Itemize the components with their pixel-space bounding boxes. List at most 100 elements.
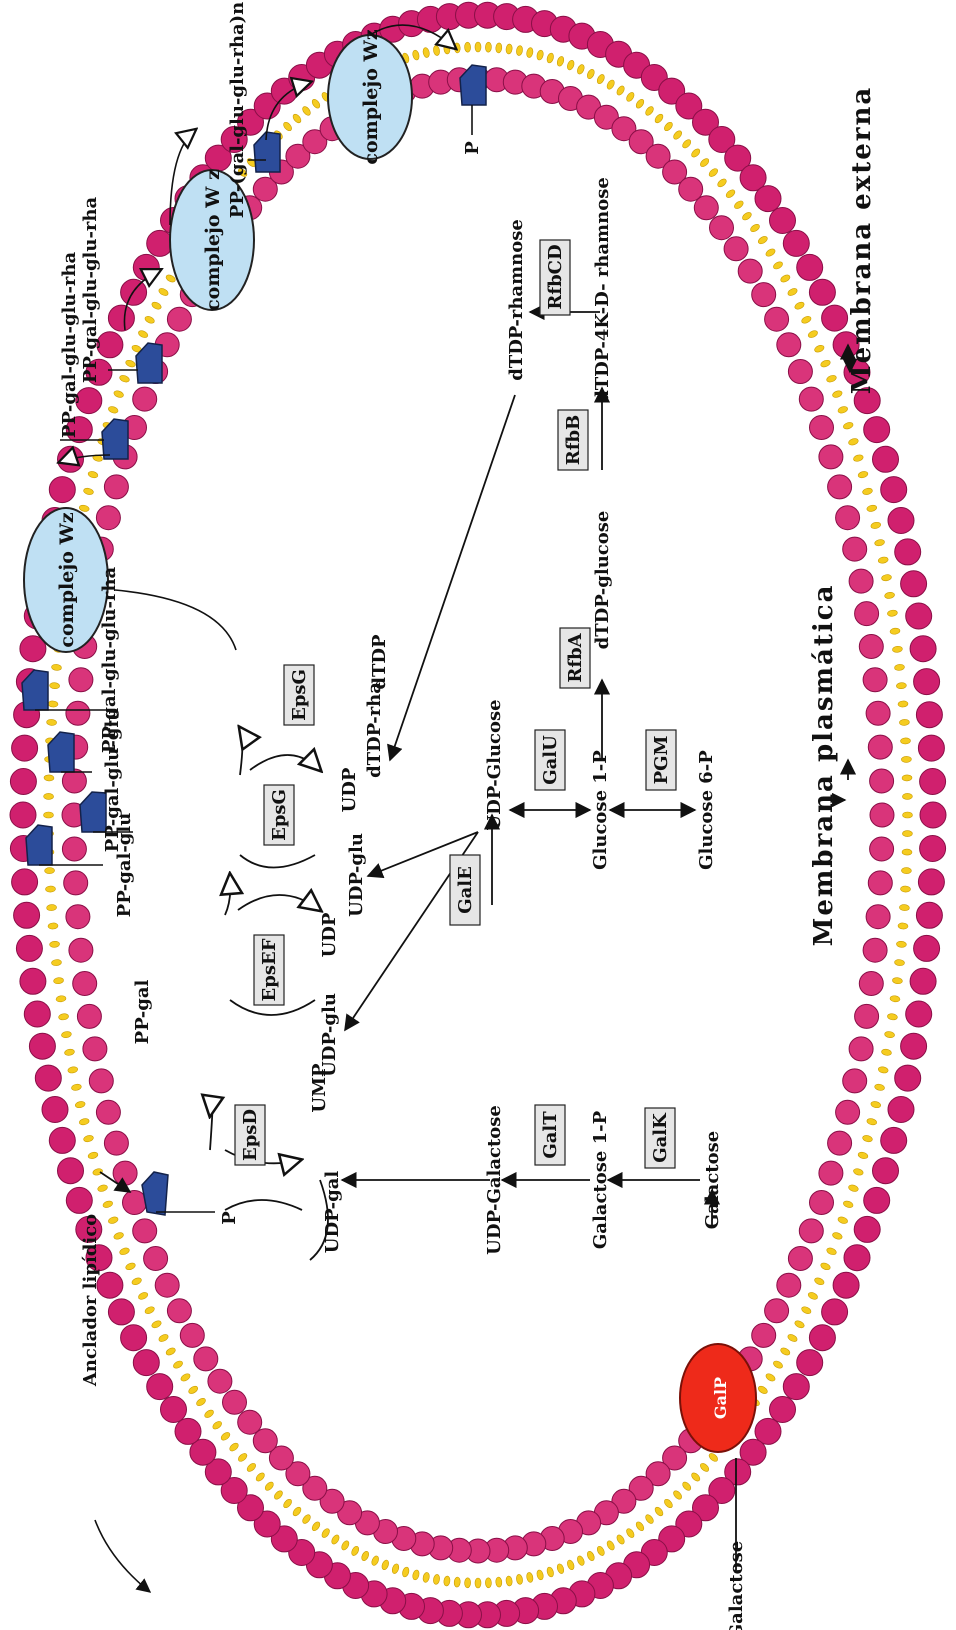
lipid-tail bbox=[708, 1452, 720, 1463]
lipid-tail bbox=[391, 1563, 400, 1574]
lipid-tail bbox=[663, 1498, 674, 1509]
lipid-head-outer-head bbox=[920, 802, 946, 828]
enzyme-epsd: EpsD bbox=[235, 1105, 265, 1165]
lipid-tail bbox=[890, 628, 901, 635]
lipid-head-inner-head bbox=[144, 1247, 168, 1271]
lipid-tail bbox=[495, 43, 502, 53]
lipid-tail bbox=[902, 849, 912, 855]
lipid-tail bbox=[546, 52, 555, 63]
lipid-tail bbox=[881, 1048, 892, 1056]
lipid-tail bbox=[757, 235, 769, 245]
lipid-head-inner-head bbox=[849, 1037, 873, 1061]
lipid-head-inner-head bbox=[836, 1100, 860, 1124]
lipid-tail bbox=[902, 831, 912, 837]
lipid-tail bbox=[67, 1066, 78, 1074]
lipid-tail bbox=[151, 1319, 163, 1329]
enzyme-galt: GalT bbox=[535, 1105, 565, 1165]
lipid-head-inner-head bbox=[155, 1273, 179, 1297]
lipid-tail bbox=[892, 646, 903, 653]
pp-gal-glu-glu-rha-label: PP-gal-glu-glu-rha bbox=[99, 567, 120, 754]
enzyme-rfba-label: RfbA bbox=[565, 632, 586, 682]
wz-complex-1-label: complejo Wz bbox=[56, 512, 78, 647]
membrana-plasmatica-label: Membrana plasmática bbox=[809, 584, 839, 947]
wz-complex-3-label: complejo Wz bbox=[360, 29, 382, 164]
udp-galactose-label: UDP-Galactose bbox=[484, 1105, 505, 1255]
lipid-head-inner-head bbox=[843, 1069, 867, 1093]
lipid-tail bbox=[586, 1550, 596, 1562]
udp-glu-2-label: UDP-glu bbox=[346, 833, 367, 917]
lipid-head-outer-head bbox=[888, 508, 914, 534]
lipid-tail bbox=[475, 42, 481, 52]
lipid-tail bbox=[536, 50, 544, 61]
enzyme-gale-label: GalE bbox=[455, 866, 476, 914]
enzyme-galk: GalK bbox=[645, 1108, 675, 1168]
lipid-head-outer-head bbox=[864, 1187, 890, 1213]
lipid-tail bbox=[516, 45, 524, 56]
anclador-lipidico-label: Anclador lipídico bbox=[80, 1214, 101, 1387]
lipid-tail bbox=[433, 45, 441, 56]
lipid-tail bbox=[107, 405, 118, 414]
lipid-tail bbox=[203, 1408, 215, 1419]
lipid-head-inner-head bbox=[828, 1131, 852, 1155]
lipid-tail bbox=[779, 273, 791, 283]
lipid-head-outer-head bbox=[881, 477, 907, 503]
lipid-tail bbox=[44, 775, 54, 781]
lipid-tail bbox=[857, 470, 868, 478]
lipid-head-inner-head bbox=[849, 569, 873, 593]
lipid-tail bbox=[898, 923, 908, 930]
lipid-tail bbox=[48, 701, 58, 708]
lipid-head-inner-head bbox=[859, 635, 883, 659]
lipid-tail bbox=[843, 1200, 854, 1209]
lipid-tail bbox=[412, 50, 420, 61]
lipid-tail bbox=[899, 904, 909, 911]
lipid-tail bbox=[71, 1083, 82, 1091]
lipid-tail bbox=[48, 923, 58, 930]
lipid-head-inner-head bbox=[66, 701, 90, 725]
lipid-head-outer-head bbox=[108, 1299, 134, 1325]
galactose-outside-label: Galactose bbox=[726, 1541, 747, 1630]
udp-glucose-label: UDP-Glucose bbox=[484, 699, 505, 830]
lipid-tail bbox=[787, 287, 799, 297]
lipid-tail bbox=[814, 344, 826, 353]
lipid-head-inner-head bbox=[866, 701, 890, 725]
lipid-tail bbox=[516, 1574, 524, 1585]
lipid-tail bbox=[97, 1184, 108, 1193]
lipid-tail bbox=[794, 301, 806, 311]
lipid-tail bbox=[884, 592, 895, 600]
lipid-head-inner-head bbox=[123, 1191, 147, 1215]
lipid-head-outer-head bbox=[916, 702, 942, 728]
lipid-tail bbox=[443, 1576, 450, 1587]
lipid-tail bbox=[644, 105, 655, 117]
lipid-tail bbox=[46, 904, 56, 911]
lipid-tail bbox=[546, 1566, 555, 1577]
lipid-tail bbox=[291, 113, 302, 125]
lipid-head-outer-head bbox=[906, 603, 932, 629]
lipid-head-inner-head bbox=[788, 1247, 812, 1271]
lipid-tail bbox=[896, 941, 907, 948]
lipid-head-inner-head bbox=[765, 1299, 789, 1323]
exported-2-label: PP-gal-glu-glu-rha bbox=[80, 197, 101, 384]
lipid-tail bbox=[485, 1578, 491, 1588]
lipid-tail bbox=[282, 121, 293, 132]
lipid-tail bbox=[526, 47, 534, 58]
lipid-head-outer-head bbox=[833, 1272, 859, 1298]
lipid-head-inner-head bbox=[868, 871, 892, 895]
enzyme-galu: GalU bbox=[535, 730, 565, 790]
lipid-tail bbox=[137, 1291, 149, 1301]
lipid-head-inner-head bbox=[765, 307, 789, 331]
lipid-head-outer-head bbox=[797, 1350, 823, 1376]
lipid-head-inner-head bbox=[194, 1347, 218, 1371]
lipid-tail bbox=[454, 1577, 461, 1587]
lipid-tail bbox=[862, 1134, 873, 1142]
enzyme-epsg-1-label: EpsG bbox=[269, 789, 290, 841]
lipid-tail bbox=[870, 521, 881, 529]
lipid-head-outer-head bbox=[888, 1097, 914, 1123]
lipid-head-outer-head bbox=[901, 571, 927, 597]
lipid-tail bbox=[119, 374, 130, 383]
lipid-tail bbox=[878, 556, 889, 564]
lipid-tail bbox=[49, 682, 60, 689]
lipid-head-outer-head bbox=[918, 735, 944, 761]
lipid-tail bbox=[381, 1559, 390, 1571]
lipid-tail bbox=[102, 1200, 113, 1209]
